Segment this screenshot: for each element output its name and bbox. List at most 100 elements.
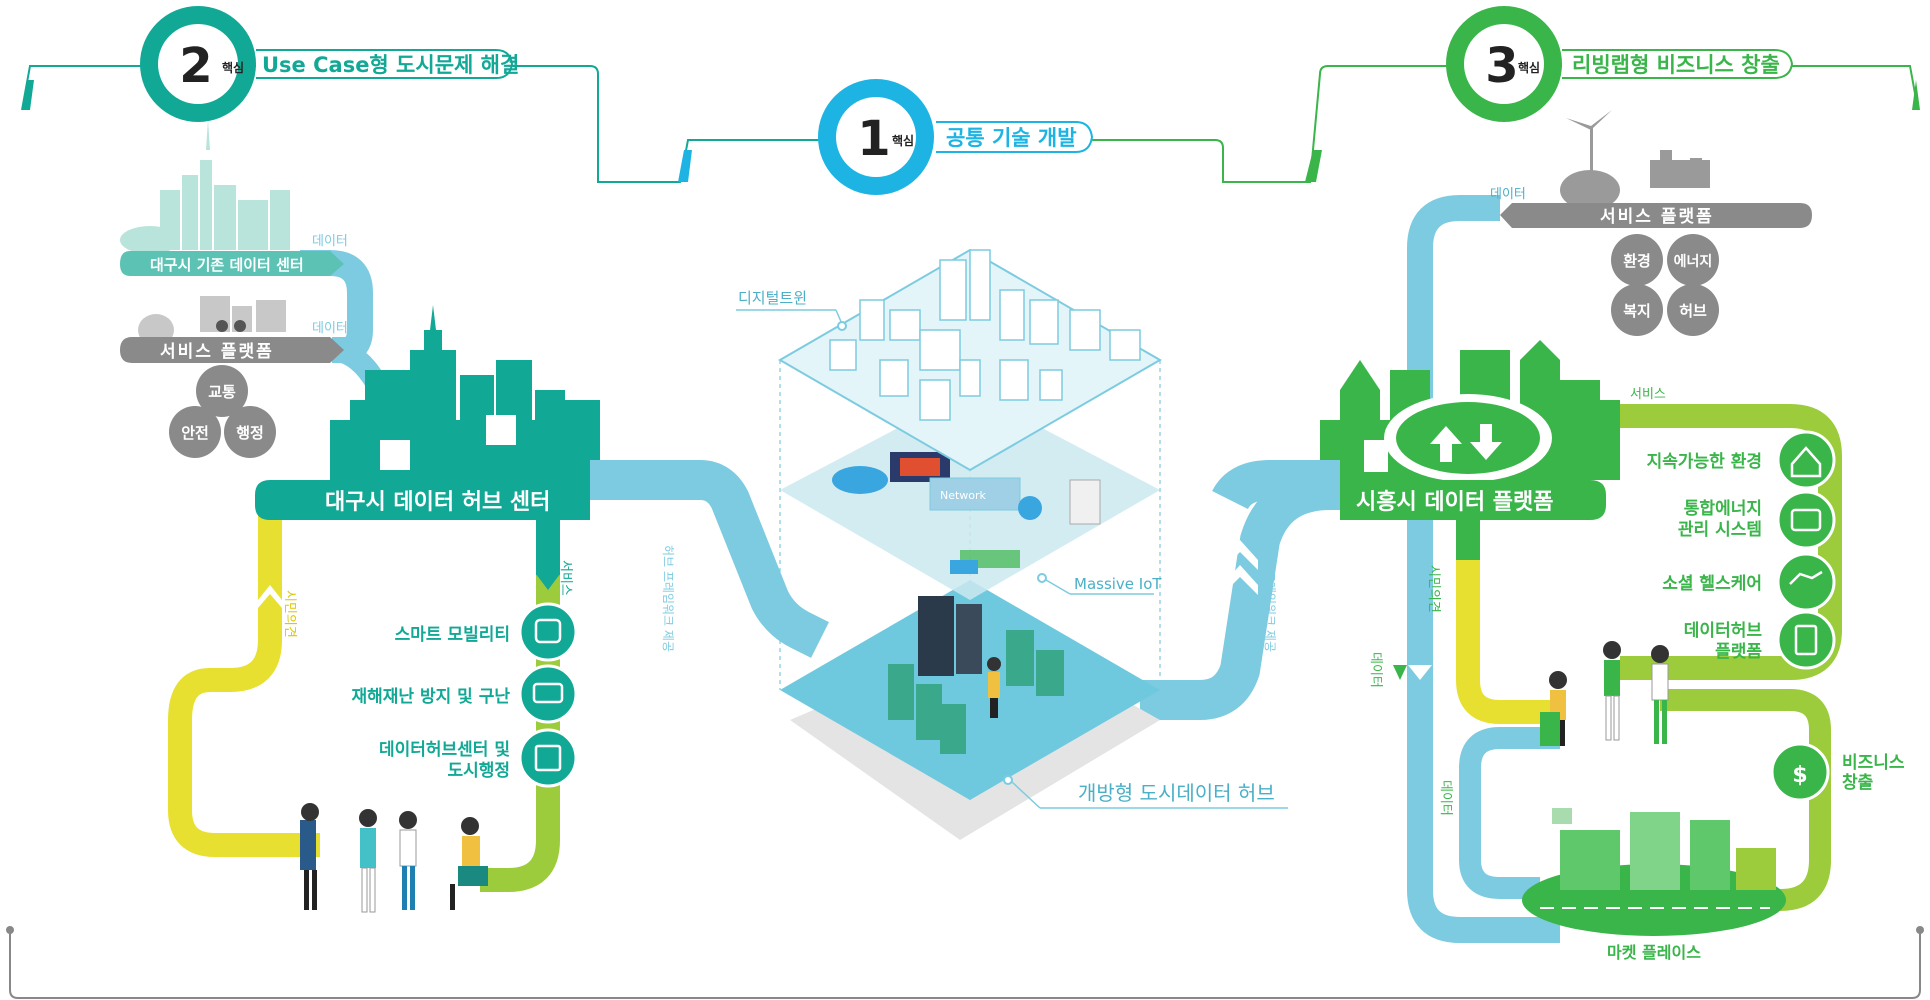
right-platform-items: 환경 에너지 복지 허브 — [1611, 234, 1719, 336]
bottom-bracket — [9, 930, 1921, 999]
download-arrow-icon — [1470, 424, 1502, 460]
massive-iot-callout: Massive IoT — [1037, 573, 1162, 595]
clipboard-icon — [1794, 624, 1818, 656]
service-data-hub-center: 데이터허브센터 및 — [379, 740, 510, 760]
top-connector-left — [21, 65, 820, 183]
core1-tag: 핵심 — [892, 133, 914, 148]
platform-item-admin: 행정 — [236, 424, 264, 442]
core3-tag: 핵심 — [1518, 60, 1540, 75]
left-data-label-1: 데이터 — [312, 234, 348, 249]
platform-item-energy: 에너지 — [1674, 254, 1713, 270]
service-integrated-energy: 통합에너지 — [1684, 498, 1762, 519]
existing-center-banner: 대구시 기존 데이터 센터 — [120, 251, 344, 276]
massive-iot-label: Massive IoT — [1074, 575, 1162, 593]
service-sustainable-environment: 지속가능한 환경 — [1647, 452, 1762, 472]
service-arrow — [536, 574, 560, 590]
framework-arrow-right — [1222, 540, 1258, 570]
left-services-list: 스마트 모빌리티 재해재난 방지 및 구난 데이터허브센터 및 도시행정 — [351, 602, 578, 788]
ambulance-icon — [532, 682, 564, 704]
handshake-icon — [1789, 570, 1823, 585]
service-platform: 플랫폼 — [1715, 642, 1762, 662]
core2-number: 2 — [179, 38, 212, 94]
framework-label-left: 허브 프레임워크 제공 — [661, 545, 675, 652]
battery-icon — [1790, 508, 1822, 532]
house-leaf-icon — [1790, 446, 1822, 478]
right-service-label: 서비스 — [1630, 387, 1666, 402]
citizen-opinion-pipe — [168, 500, 320, 857]
marketplace-label: 마켓 플레이스 — [1607, 943, 1701, 962]
right-citizen-pipe — [1456, 500, 1560, 724]
right-service-platform-banner: 서비스 플랫폼 — [1500, 203, 1812, 228]
existing-center-label: 대구시 기존 데이터 센터 — [150, 256, 304, 274]
service-label-left: 서비스 — [558, 560, 573, 596]
right-data-label-left: 데이터 — [1368, 652, 1383, 688]
network-label: Network — [940, 489, 987, 502]
framework-pipe-right — [1140, 470, 1370, 720]
platform-item-environment: 환경 — [1623, 252, 1651, 270]
right-service-platform-illustration — [1560, 110, 1710, 210]
service-management-system: 관리 시스템 — [1678, 520, 1762, 540]
core3-number: 3 — [1485, 38, 1518, 94]
siheung-skyline-illustration — [1320, 340, 1620, 482]
server-racks-illustration — [888, 596, 1064, 754]
digital-twin-callout: 디지털트윈 — [736, 289, 847, 331]
right-citizen-opinion-label: 시민의견 — [1426, 565, 1441, 613]
bracket-dot-right — [1916, 926, 1924, 934]
platform-item-traffic: 교통 — [208, 383, 236, 401]
bus-icon — [534, 618, 562, 644]
platform-item-welfare: 복지 — [1623, 302, 1651, 320]
right-business-pipe — [1660, 689, 1831, 911]
right-people-illustration — [1540, 641, 1669, 746]
daegu-hub-center-banner: 대구시 데이터 허브 센터 — [255, 460, 829, 658]
siheung-platform-label: 시흥시 데이터 플랫폼 — [1356, 490, 1553, 515]
left-people-illustration — [300, 803, 488, 913]
service-pipe — [480, 500, 560, 892]
core1-title: 공통 기술 개발 — [946, 126, 1077, 150]
service-data-hub: 데이터허브 — [1684, 621, 1763, 641]
right-data-pipe — [1407, 195, 1560, 943]
citizen-opinion-label-left: 시민의견 — [282, 590, 297, 638]
right-data-arrow — [1408, 665, 1432, 680]
core2-badge: 2 핵심 Use Case형 도시문제 해결 — [140, 6, 519, 122]
framework-arrow-left — [670, 540, 706, 570]
core2-title: Use Case형 도시문제 해결 — [262, 53, 519, 77]
left-service-platform-label: 서비스 플랫폼 — [160, 342, 274, 362]
existing-center-skyline-illustration — [120, 120, 290, 254]
framework-label-right: 허브 프레임워크 제공 — [1263, 545, 1277, 652]
citizen-arrow-left — [258, 585, 282, 608]
service-city-admin: 도시행정 — [447, 761, 510, 781]
left-data-label-2: 데이터 — [312, 321, 348, 336]
business-label-1: 비즈니스 — [1842, 753, 1905, 773]
open-hub-callout: 개방형 도시데이터 허브 — [1003, 775, 1288, 809]
siheung-platform-banner: 시흥시 데이터 플랫폼 — [1212, 460, 1606, 520]
right-data-label-top: 데이터 — [1490, 187, 1526, 202]
digital-twin-city-illustration — [829, 249, 1141, 421]
top-connector-right — [1080, 65, 1920, 183]
money-bag-icon: $ — [1792, 763, 1807, 788]
platform-item-hub: 허브 — [1679, 302, 1707, 320]
business-label-2: 창출 — [1842, 773, 1874, 793]
core3-title: 리빙랩형 비즈니스 창출 — [1572, 53, 1780, 77]
open-hub-label: 개방형 도시데이터 허브 — [1078, 781, 1275, 805]
digital-twin-label: 디지털트윈 — [738, 289, 807, 307]
right-service-platform-label: 서비스 플랫폼 — [1600, 207, 1714, 227]
daegu-hub-center-label: 대구시 데이터 허브 센터 — [325, 490, 550, 515]
core3-badge: 3 핵심 리빙랩형 비즈니스 창출 — [1446, 6, 1794, 122]
service-disaster-prevention: 재해재난 방지 및 구난 — [351, 687, 510, 707]
city-admin-icon — [534, 744, 562, 772]
iot-devices-illustration: Network — [832, 452, 1101, 574]
upload-arrow-icon — [1430, 426, 1462, 462]
daegu-skyline-illustration — [330, 305, 600, 480]
core1-badge: 1 핵심 공통 기술 개발 — [818, 79, 1094, 195]
core1-number: 1 — [857, 111, 890, 167]
marketplace-illustration — [1522, 808, 1786, 936]
open-hub-layer — [780, 580, 1160, 800]
core2-tag: 핵심 — [222, 60, 244, 75]
service-smart-mobility: 스마트 모빌리티 — [395, 625, 510, 645]
platform-item-safety: 안전 — [181, 424, 209, 442]
right-services-list: 지속가능한 환경 통합에너지 관리 시스템 소셜 헬스케어 데이터허브 플랫폼 … — [1647, 430, 1905, 802]
data-pipe-top — [300, 250, 373, 363]
left-service-platform-banner: 서비스 플랫폼 — [120, 337, 344, 363]
